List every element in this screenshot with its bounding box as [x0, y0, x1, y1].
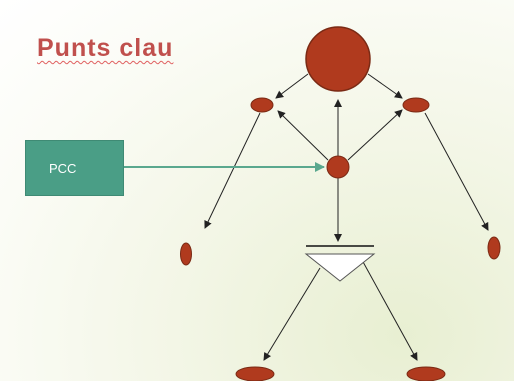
center-joint [326, 155, 350, 179]
arrow-center-to-left-shoulder [277, 110, 329, 161]
pelvis-triangle [304, 253, 376, 282]
arrow-right-leg [361, 259, 418, 361]
left-foot-joint [235, 366, 275, 381]
slide-title: Punts clau [37, 34, 174, 62]
arrow-center-to-right-shoulder [347, 109, 403, 161]
pcc-label: PCC [49, 161, 77, 176]
right-shoulder-joint [402, 97, 430, 113]
left-shoulder-joint [250, 97, 274, 113]
arrow-head-to-left-shoulder [275, 73, 309, 99]
arrow-left-leg [263, 267, 321, 361]
left-hand-joint [180, 242, 192, 266]
head-joint [305, 26, 371, 92]
pcc-box: PCC [25, 140, 124, 196]
right-foot-joint [406, 366, 446, 381]
arrow-right-arm [424, 112, 489, 231]
arrow-head-to-right-shoulder [367, 73, 403, 99]
arrow-left-arm [204, 112, 261, 229]
right-hand-joint [487, 236, 501, 260]
